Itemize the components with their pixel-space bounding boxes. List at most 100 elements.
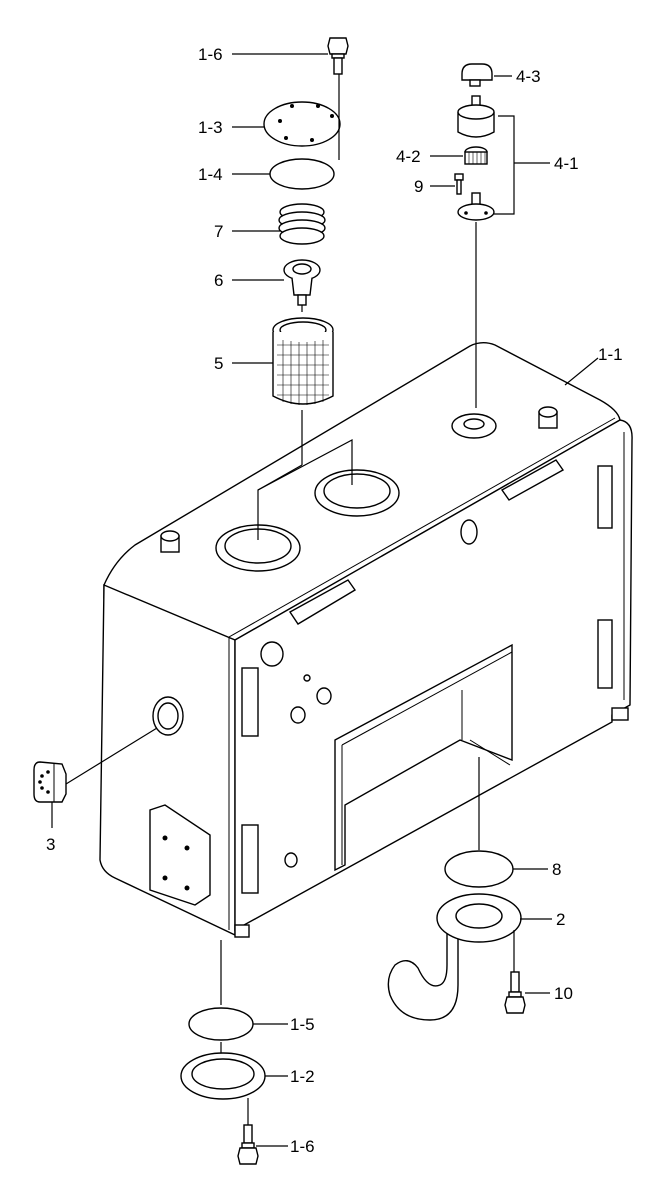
plug-3 xyxy=(33,761,67,803)
cutout-lower-edge xyxy=(469,739,511,766)
base-flange xyxy=(457,203,495,221)
top-bolt-1-6 xyxy=(327,37,349,75)
spring-7 xyxy=(278,203,326,245)
label-3: 3 xyxy=(46,835,55,854)
screw-9 xyxy=(454,173,464,195)
front-port-small-3 xyxy=(284,852,298,868)
screw-9-head xyxy=(454,173,464,181)
suction-flange-inner xyxy=(455,903,503,929)
valve-6 xyxy=(283,259,321,306)
valve-stem xyxy=(291,277,313,296)
plate-bolt-3 xyxy=(162,875,168,881)
base-bolt-1 xyxy=(464,211,468,215)
top-boss-right-cap xyxy=(538,406,558,418)
rail-right-upper xyxy=(597,465,613,529)
bracket-rear xyxy=(500,459,565,501)
breather-4-1 xyxy=(457,95,495,138)
plate-bolt-4 xyxy=(184,885,190,891)
plug-dot-1 xyxy=(40,774,44,778)
cutout-inner-edge xyxy=(341,651,513,746)
cover-hole-3 xyxy=(316,104,320,108)
front-port-large xyxy=(260,641,284,667)
gasket-8 xyxy=(444,850,514,888)
cover-hole-2 xyxy=(290,104,294,108)
strainer-leader-bracket xyxy=(257,439,353,540)
plug-dot-2 xyxy=(46,770,50,774)
plug-3-leader xyxy=(65,727,158,785)
flange-1-2-inner xyxy=(191,1058,255,1090)
bottom-bolt-head xyxy=(237,1147,259,1165)
label-4-1: 4-1 xyxy=(554,154,579,173)
cover-plate-outer xyxy=(263,101,341,147)
cap-4-3-body xyxy=(461,63,493,81)
plug-3-body xyxy=(33,761,67,803)
cap-4-3 xyxy=(461,63,493,87)
cover-hole-6 xyxy=(284,136,288,140)
label-4-3: 4-3 xyxy=(516,67,541,86)
spring-coil-4 xyxy=(279,227,325,245)
strainer-leader-link xyxy=(257,464,303,491)
label-1-6-bottom: 1-6 xyxy=(290,1137,315,1156)
top-bolt-head xyxy=(327,37,349,55)
top-bolt-shank xyxy=(333,57,343,75)
plug-dot-5 xyxy=(38,780,42,784)
bolt-10-head xyxy=(504,996,526,1014)
base-bolt-2 xyxy=(484,211,488,215)
label-1-1: 1-1 xyxy=(598,345,623,364)
bolt-10 xyxy=(504,971,526,1014)
side-port-inner xyxy=(157,702,179,730)
bottom-bolt-shank xyxy=(243,1124,253,1144)
top-stack-centerline xyxy=(301,74,340,465)
leader-1-1 xyxy=(564,357,599,386)
top-flange-right-inner xyxy=(323,473,391,509)
suction-pipe-2 xyxy=(387,893,522,1021)
rail-right-lower xyxy=(597,619,613,689)
label-1-3: 1-3 xyxy=(198,118,223,137)
breather-housing-top xyxy=(457,104,495,120)
tank-foot-left xyxy=(234,924,250,938)
tank-top-edge-inner xyxy=(228,417,616,638)
valve-tip xyxy=(297,294,307,306)
strainer-mesh xyxy=(277,340,329,405)
bottom-bolt-washer xyxy=(241,1142,255,1149)
bracket-front xyxy=(288,579,357,625)
cover-plate-1-3 xyxy=(263,101,341,147)
element-body xyxy=(464,151,488,165)
strainer-cylinder xyxy=(272,332,334,405)
plate-bolt-1 xyxy=(162,835,168,841)
cap-4-3-neck xyxy=(469,79,481,87)
rail-left-upper xyxy=(241,667,259,737)
flange-1-2 xyxy=(180,1052,266,1100)
bottom-bolt-1-6 xyxy=(237,1124,259,1165)
gasket-1-5 xyxy=(188,1007,254,1041)
label-1-4: 1-4 xyxy=(198,165,223,184)
label-8: 8 xyxy=(552,860,561,879)
screw-9-shank xyxy=(456,179,462,195)
label-6: 6 xyxy=(214,271,223,290)
cover-hole-5 xyxy=(310,138,314,142)
breather-base xyxy=(457,192,495,221)
label-9: 9 xyxy=(414,177,423,196)
front-plug xyxy=(303,674,311,682)
rail-left-lower xyxy=(241,824,259,894)
cover-hole-1 xyxy=(278,119,282,123)
label-1-5: 1-5 xyxy=(290,1015,315,1034)
bolt-10-shank xyxy=(510,971,520,993)
label-10: 10 xyxy=(554,984,573,1003)
strainer-5 xyxy=(272,317,334,405)
label-5: 5 xyxy=(214,354,223,373)
element-ribs xyxy=(468,152,486,164)
top-port-hole xyxy=(463,418,485,430)
valve-center xyxy=(292,263,312,275)
label-2: 2 xyxy=(556,910,565,929)
tank-foot-right xyxy=(611,707,629,721)
filter-element-4-2 xyxy=(464,146,488,165)
tank-cutout xyxy=(334,643,513,872)
front-port-small-2 xyxy=(316,687,332,705)
suction-pipe-elbow xyxy=(387,929,459,1021)
label-4-2: 4-2 xyxy=(396,147,421,166)
label-7: 7 xyxy=(214,222,223,241)
breather-group-bracket xyxy=(494,115,515,215)
front-port-small-1 xyxy=(290,706,306,724)
hydraulic-tank-body xyxy=(99,342,633,938)
